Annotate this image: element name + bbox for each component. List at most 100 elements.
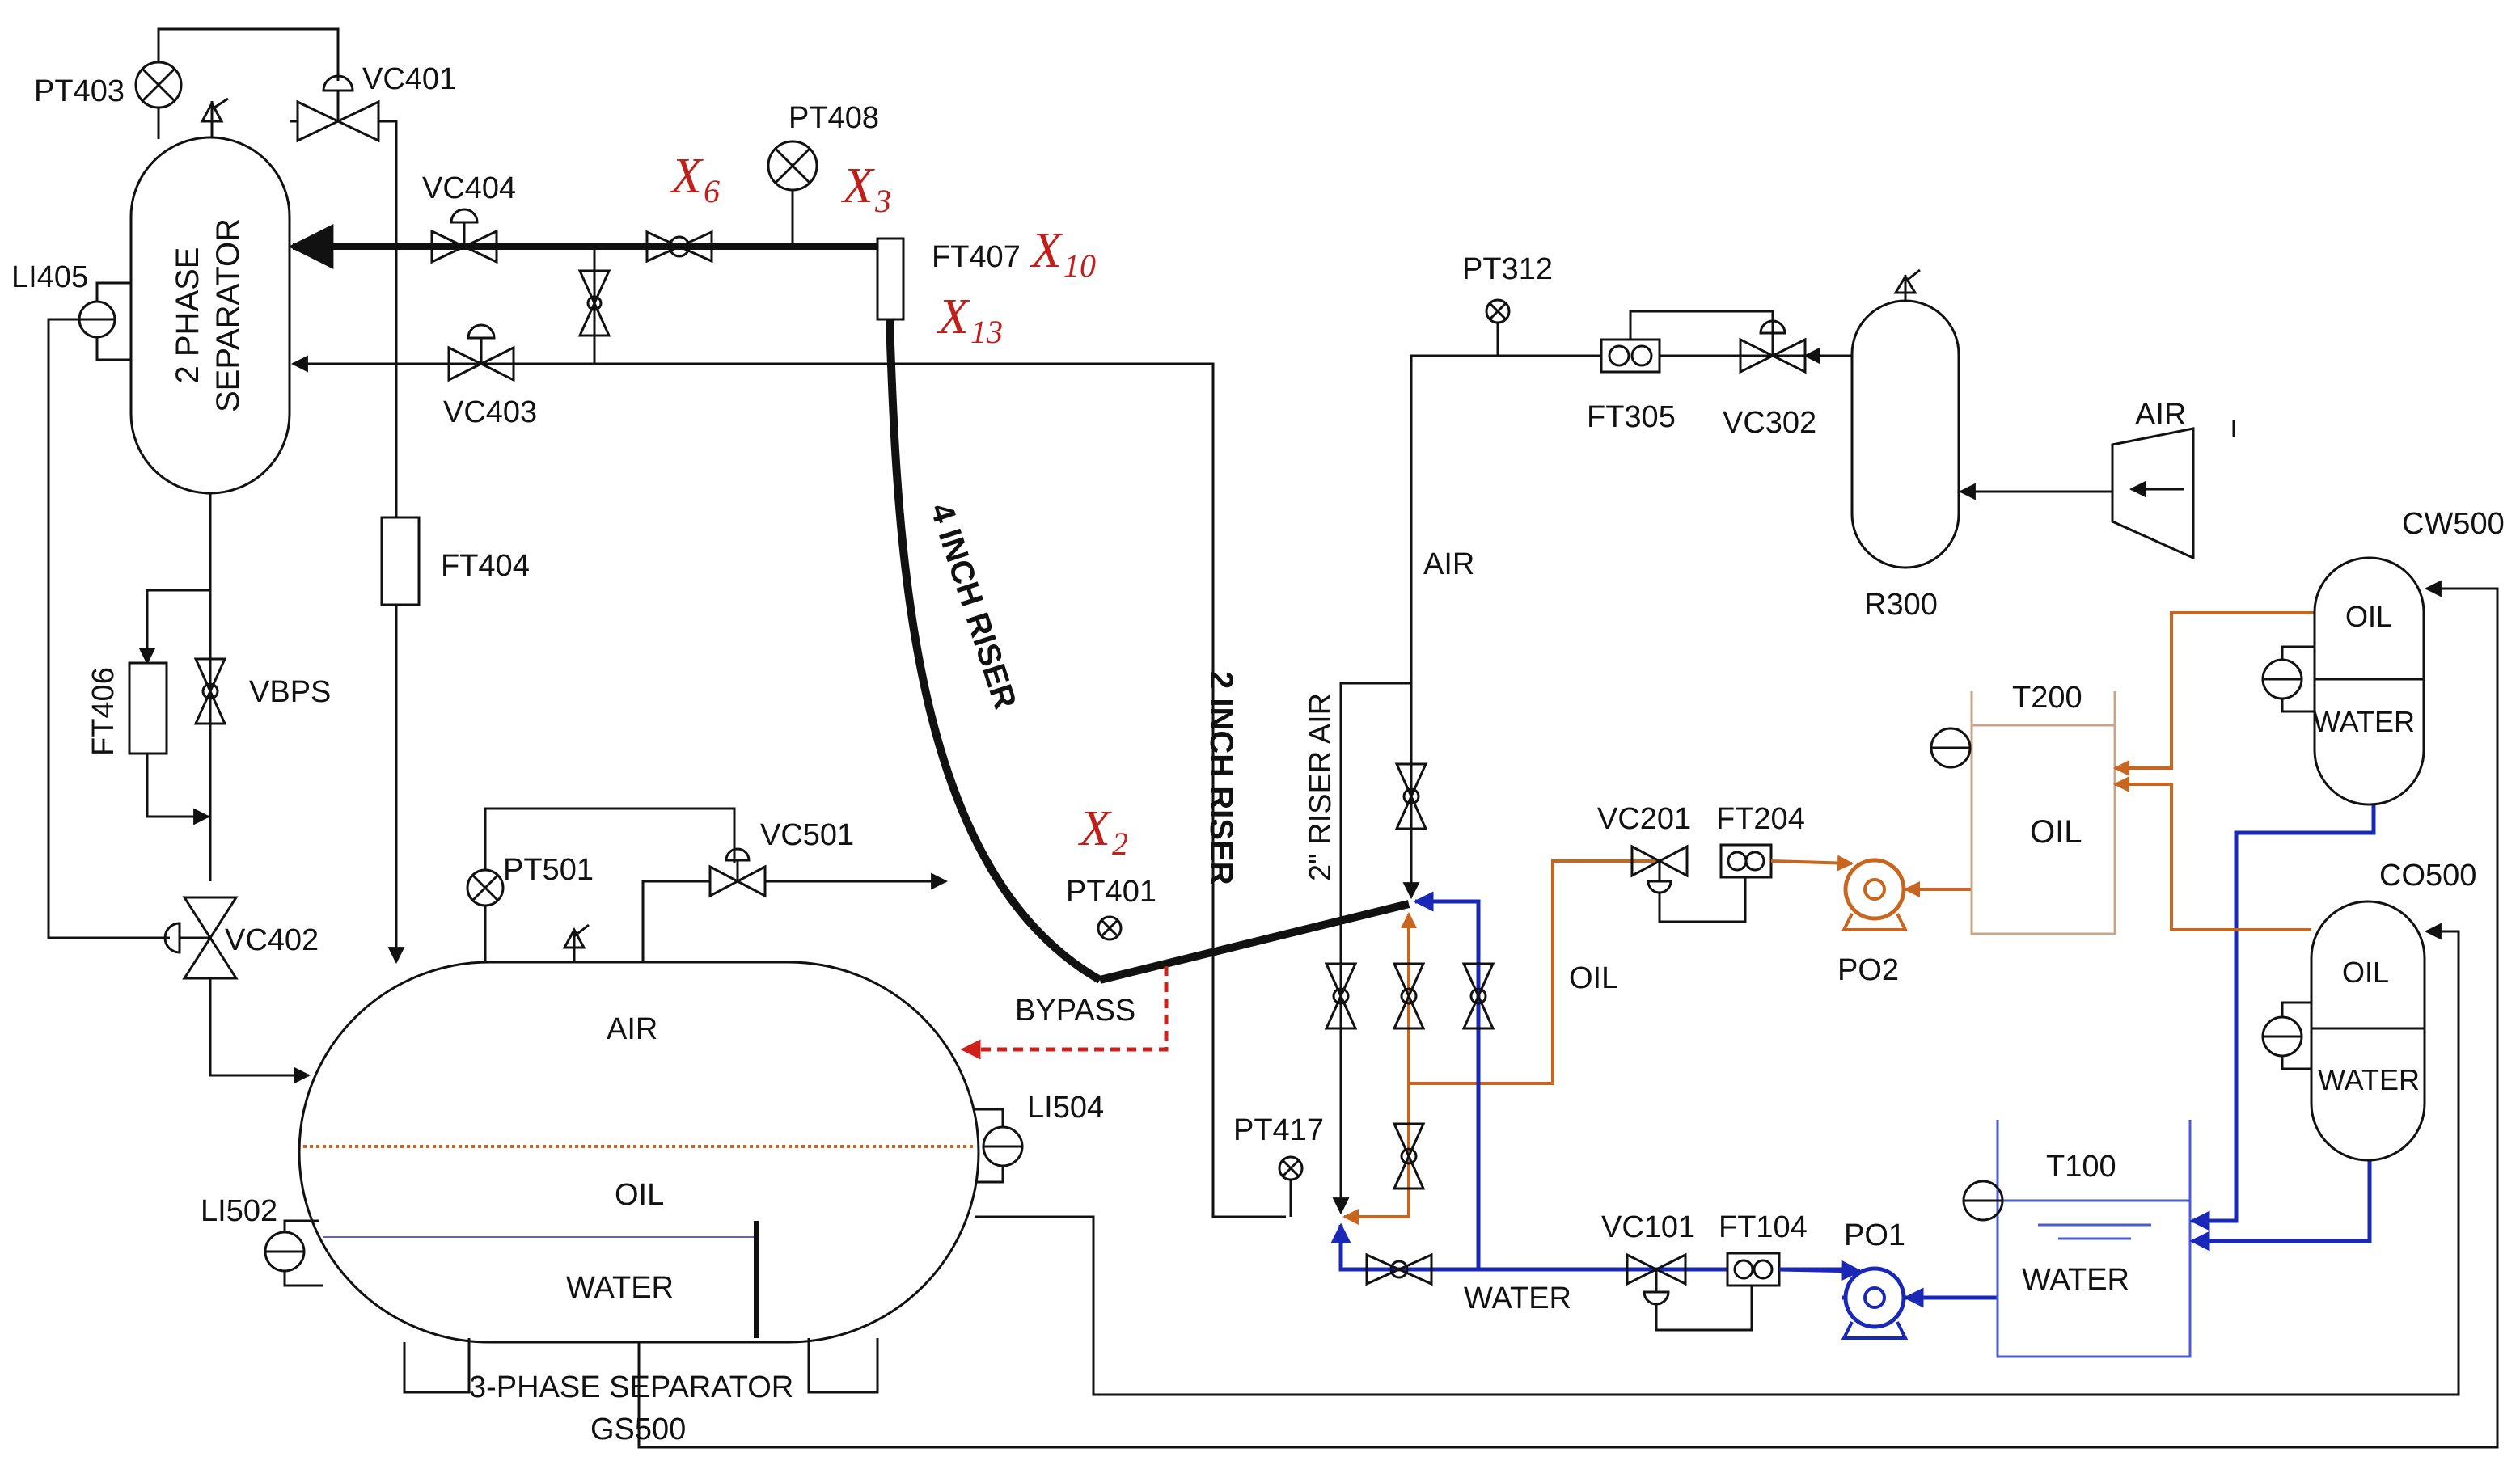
vc403-valve — [447, 323, 515, 382]
riser-bottom-leg — [1098, 900, 1410, 984]
gs500-to-cw500 — [637, 580, 2499, 1449]
water-co-label: WATER — [2318, 1063, 2420, 1096]
ft406-flowmeter — [128, 661, 168, 755]
li502-indicator — [264, 1219, 323, 1287]
r300-label: R300 — [1864, 588, 1938, 622]
vc501-valve — [641, 847, 949, 962]
gs500-label: GS500 — [590, 1412, 686, 1446]
pt401-label: PT401 — [1066, 875, 1156, 909]
bypass-label: BYPASS — [1015, 994, 1135, 1028]
gs-air-label: AIR — [607, 1012, 657, 1046]
vc403-label: VC403 — [443, 395, 537, 429]
ft104-flowmeter — [1726, 1252, 1781, 1287]
li502-label: LI502 — [201, 1194, 277, 1228]
gs500-to-co500 — [975, 923, 2460, 1396]
marker-x13: X 13 — [936, 289, 1003, 350]
ft407-flowmeter — [876, 237, 905, 321]
li504-indicator — [975, 1108, 1024, 1184]
vc401-valve — [290, 74, 405, 965]
separator-label-2: SEPARATOR — [210, 218, 246, 412]
ft104-label: FT104 — [1719, 1210, 1808, 1244]
ft204-label: FT204 — [1716, 802, 1805, 836]
co500-oil-return — [2113, 776, 2311, 931]
riser-4in-label: 4 INCH RISER — [923, 499, 1023, 713]
bypass-vertical-valve — [577, 247, 611, 364]
water-t100-label: WATER — [2022, 1263, 2129, 1297]
svg-text:X: X — [669, 149, 704, 204]
vc201-valve — [1630, 844, 1747, 923]
riser-4-inch — [886, 319, 1102, 984]
oil-cw-label: OIL — [2345, 600, 2392, 633]
oil-manifold-line — [1409, 859, 1605, 1085]
t100-label: T100 — [2046, 1150, 2116, 1184]
po2-label: PO2 — [1837, 953, 1899, 987]
pt403-gauge — [134, 27, 340, 139]
ft406-inlet — [138, 589, 210, 665]
vc404-valve — [430, 208, 498, 264]
ft406-outlet — [146, 754, 211, 825]
r300-receiver — [1850, 268, 1960, 569]
marker-x10: X 10 — [1029, 223, 1096, 284]
riser-2in-label: 2 INCH RISER — [1203, 671, 1239, 885]
vbps-valve — [193, 657, 227, 725]
marker-x6: X 6 — [669, 149, 720, 209]
li405-label: LI405 — [11, 260, 88, 294]
gs-name-label: 3-PHASE SEPARATOR — [469, 1370, 793, 1404]
pt312-gauge — [1485, 298, 1511, 356]
vc404-label: VC404 — [422, 171, 516, 205]
vc101-valve — [1626, 1252, 1753, 1332]
svg-text:X: X — [1029, 223, 1063, 278]
three-phase-separator — [298, 961, 980, 1394]
oil-t200-label: OIL — [2030, 814, 2082, 850]
vc101-label: VC101 — [1601, 1210, 1695, 1244]
cw500-vessel — [2261, 556, 2425, 806]
air-supply-line — [1402, 354, 1852, 900]
cw500-label: CW500 — [2402, 507, 2505, 541]
gs-oil-label: OIL — [615, 1178, 664, 1212]
bypass-line — [960, 966, 1169, 1060]
gas-line-2in — [290, 355, 1286, 1218]
ft305-label: FT305 — [1587, 400, 1676, 434]
marker-x2: X 2 — [1077, 801, 1128, 862]
co500-water-return — [2189, 1158, 2372, 1252]
pt417-label: PT417 — [1233, 1113, 1324, 1147]
co500-label: CO500 — [2379, 859, 2476, 893]
separator-label-1: 2 PHASE — [170, 247, 205, 384]
marker-x3: X 3 — [840, 158, 891, 219]
pt408-gauge — [767, 140, 818, 247]
t200-tank — [1930, 691, 2116, 935]
li405-indicator — [47, 281, 170, 939]
relief-valve-icon — [200, 97, 229, 137]
cw500-water-return — [2189, 800, 2376, 1231]
svg-text:X: X — [1077, 801, 1112, 856]
pt501-label: PT501 — [503, 853, 594, 887]
ball-valve-x6 — [645, 230, 713, 264]
svg-text:X: X — [936, 289, 970, 344]
svg-text:6: 6 — [704, 173, 720, 209]
svg-text:3: 3 — [874, 183, 891, 219]
ft305-flowmeter — [1600, 310, 1774, 374]
pt401-gauge — [1097, 915, 1123, 941]
pt408-label: PT408 — [789, 101, 879, 135]
riser-air-branch — [1332, 682, 1411, 1215]
po1-label: PO1 — [1844, 1218, 1905, 1252]
water-cw-label: WATER — [2313, 705, 2415, 738]
t200-label: T200 — [2012, 681, 2082, 715]
svg-text:10: 10 — [1063, 247, 1096, 284]
oil-co-label: OIL — [2342, 956, 2389, 989]
ft404-label: FT404 — [441, 549, 530, 583]
pt312-label: PT312 — [1462, 252, 1553, 286]
air-vertical-label: AIR — [1423, 547, 1474, 581]
vc402-label: VC402 — [225, 923, 319, 957]
vc402-valve — [163, 896, 311, 1084]
air-compressor — [1958, 420, 2235, 560]
ft406-label: FT406 — [87, 667, 121, 756]
manifold-valve-oil-lower — [1392, 1122, 1426, 1190]
pt403-label: PT403 — [34, 74, 125, 108]
water-inlet-valve — [1365, 1252, 1433, 1286]
vc302-label: VC302 — [1723, 406, 1816, 440]
pt417-gauge — [1278, 1155, 1304, 1217]
ft404-flowmeter — [380, 516, 421, 606]
air-top-label: AIR — [2135, 398, 2186, 432]
